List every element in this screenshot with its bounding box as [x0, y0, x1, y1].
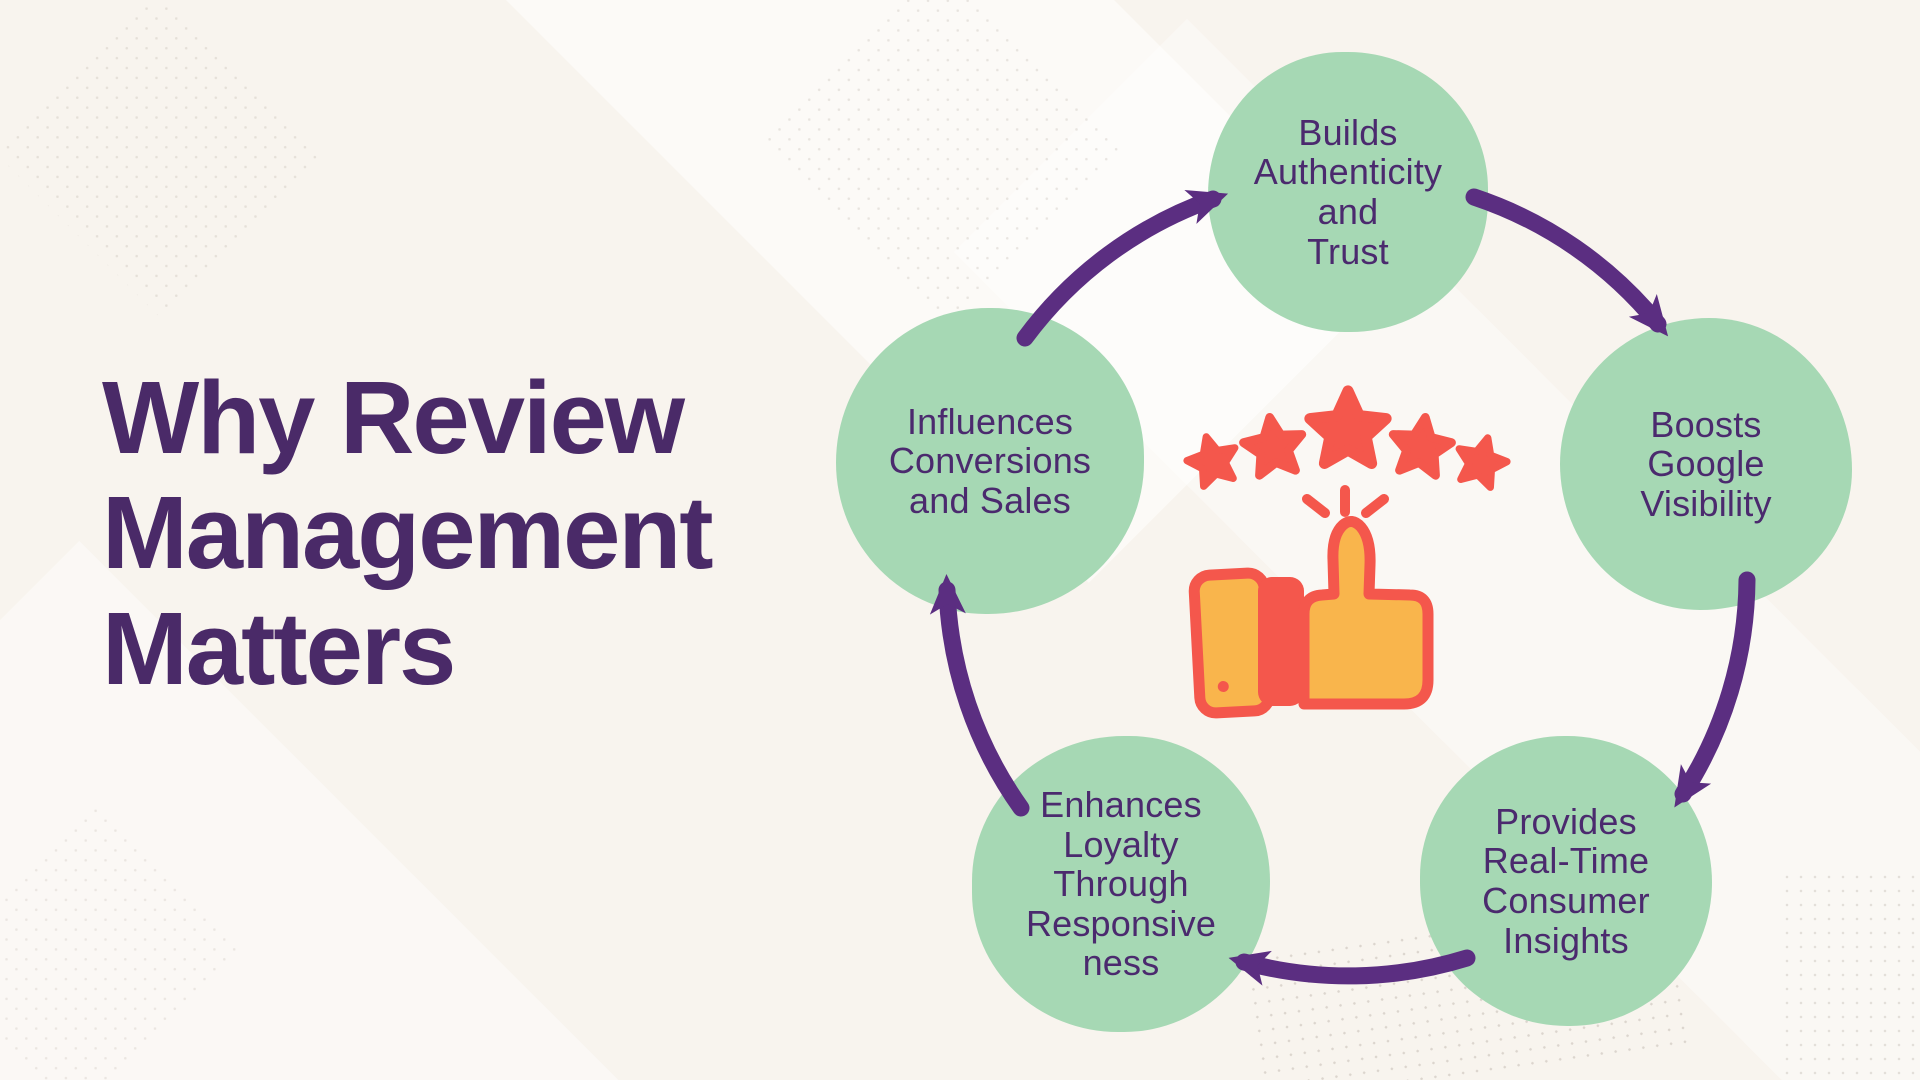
node-label: Builds Authenticity and Trust: [1253, 111, 1443, 272]
star-icon: [1388, 413, 1454, 477]
arrow-left-to-top: [1016, 190, 1229, 347]
star-icon: [1452, 431, 1512, 489]
cycle-arrows: [929, 188, 1756, 986]
dots-pattern: [1780, 870, 1920, 1080]
node-influences-conversions-and-sales: Influences Conversions and Sales: [836, 308, 1144, 614]
node-enhances-loyalty-through-responsiveness: Enhances Loyalty Through Responsive ness: [972, 736, 1270, 1032]
sparkle-lines: [1302, 485, 1389, 518]
node-label: Enhances Loyalty Through Responsive ness: [1025, 784, 1217, 984]
node-provides-real-time-consumer-insights: Provides Real-Time Consumer Insights: [1420, 736, 1712, 1026]
node-boosts-google-visibility: Boosts Google Visibility: [1560, 318, 1852, 610]
arrow-bottom-left-to-left: [929, 574, 1030, 817]
arrow-right-to-bottom-right: [1674, 571, 1756, 808]
arrow-bottom-right-to-bottom-left: [1228, 949, 1476, 986]
node-label: Influences Conversions and Sales: [888, 400, 1092, 521]
node-builds-authenticity-trust: Builds Authenticity and Trust: [1208, 52, 1488, 332]
node-label: Provides Real-Time Consumer Insights: [1482, 800, 1650, 961]
thumb-hand: [1298, 516, 1434, 710]
sparkle-line-right: [1361, 494, 1389, 518]
five-stars-icon: [1182, 391, 1511, 490]
thumb-wrist: [1258, 577, 1304, 706]
star-icon: [1240, 413, 1306, 477]
node-label: Boosts Google Visibility: [1640, 403, 1772, 524]
thumbs-up-icon: [1188, 516, 1434, 719]
page-title: Why Review Management Matters: [102, 360, 714, 706]
arrow-top-to-right: [1465, 188, 1669, 337]
sparkle-line-left: [1302, 494, 1330, 518]
star-icon: [1182, 430, 1242, 488]
cuff-dot: [1217, 681, 1229, 693]
star-icon: [1310, 391, 1386, 463]
